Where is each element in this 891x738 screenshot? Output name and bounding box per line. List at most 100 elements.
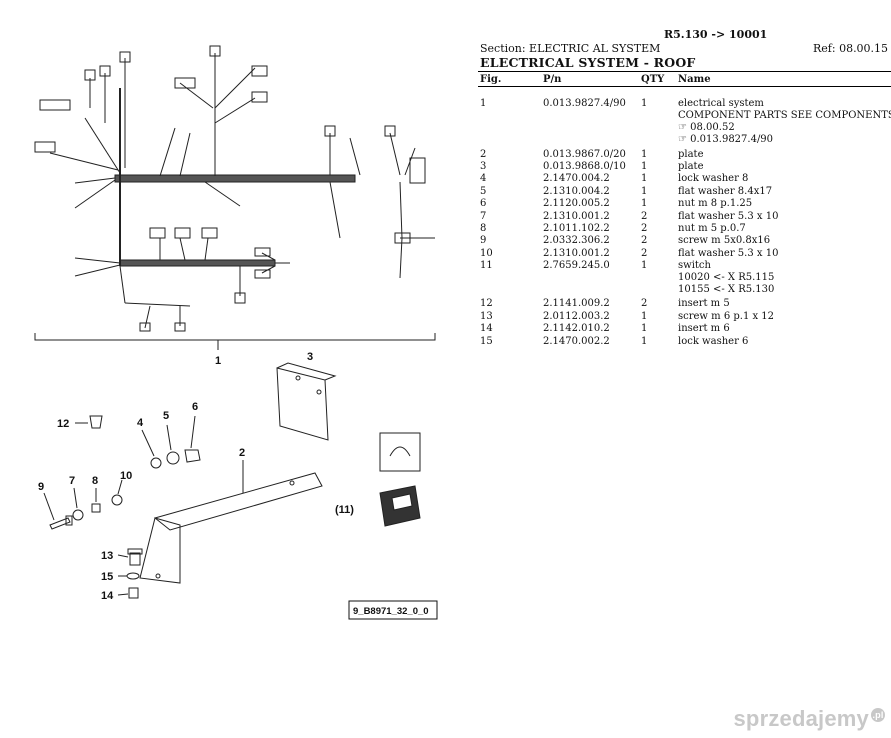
part-name: lock washer 8 [678,173,749,185]
cell-part-number: 2.1310.004.2 [543,185,610,197]
cell-name: flat washer 8.4x17 [678,186,772,198]
part-name: plate [678,148,704,160]
part-name: flat washer 8.4x17 [678,185,773,197]
callout-6: 6 [192,401,198,413]
cell-fig: 6 [480,198,487,210]
model-range: R5.130 -> 10001 [664,28,768,41]
cell-fig: 11 [480,260,493,272]
callout-11: (11) [335,504,354,516]
part-name: nut m 8 p.1.25 [678,198,753,210]
leader-4 [141,429,155,457]
cell-fig: 1 [480,98,487,109]
cell-name: nut m 5 p.0.7 [678,223,746,235]
watermark-badge: .pl [871,707,885,722]
cell-name: screw m 6 p.1 x 12 [678,311,774,323]
leader-9 [43,492,55,521]
cell-name: plate [678,161,704,173]
cell-qty: 2 [641,298,648,310]
callout-9: 9 [38,481,44,493]
parts-diagram: 1 3 2 (11) 12 4 5 6 9 7 8 [34,45,438,620]
callout-14: 14 [101,590,114,602]
part-name: flat washer 5.3 x 10 [678,247,779,259]
cell-qty: 1 [641,185,648,197]
callout-5: 5 [163,410,169,422]
hardware-drawing [49,415,201,599]
col-header-fig: Fig. [480,74,502,85]
cell-qty: 1 [641,198,648,210]
callout-1: 1 [215,355,221,367]
watermark-logo: sprzedajemy.pl [734,706,885,732]
cell-qty: 1 [641,310,648,322]
callout-3: 3 [307,351,313,363]
cell-fig: 4 [480,173,487,185]
part-note: 10155 <- X R5.130 [678,284,775,296]
cell-part-number: 0.013.9867.0/20 [543,148,626,160]
col-header-qty: QTY [641,74,665,85]
callout-4: 4 [137,417,144,429]
cell-part-number: 2.1470.004.2 [543,173,610,185]
cell-fig: 14 [480,323,493,335]
cell-name: screw m 5x0.8x16 [678,235,770,247]
col-header-name: Name [678,74,711,85]
leader-5 [166,424,172,451]
drawing-code-box [348,600,438,620]
part-name: screw m 6 p.1 x 12 [678,310,775,322]
part-note: ☞ 08.00.52 [678,122,735,133]
part-name: screw m 5x0.8x16 [678,235,771,247]
cell-part-number: 2.0332.306.2 [543,235,610,247]
header-rule-top [478,71,891,72]
cell-name: flat washer 5.3 x 10 [678,211,778,223]
callout-13: 13 [101,550,113,562]
cell-name: plate [678,149,704,161]
cell-fig: 2 [480,148,487,160]
wiring-harness-drawing [34,45,435,332]
part-name: insert m 6 [678,323,730,335]
drawing-code: 9_B8971_32_0_0 [353,606,429,617]
cell-part-number: 2.1142.010.2 [543,323,610,335]
leader-7 [73,487,78,509]
callout-8: 8 [92,475,98,487]
cell-qty: 1 [641,323,648,335]
cell-fig: 10 [480,247,493,259]
cell-qty: 2 [641,223,648,234]
cell-name: flat washer 5.3 x 10 [678,248,778,260]
cell-fig: 5 [480,185,487,197]
cell-qty: 1 [641,98,648,109]
part-note: ☞ 0.013.9827.4/90 [678,134,774,145]
cell-qty: 2 [641,210,648,222]
cell-name: nut m 8 p.1.25 [678,198,752,210]
callout-10: 10 [120,470,132,482]
plate-3-drawing [276,362,337,441]
plate-2-drawing [139,472,323,584]
part-name: nut m 5 p.0.7 [678,223,746,234]
part-name: insert m 5 [678,298,730,310]
cell-part-number: 2.1470.002.2 [543,335,610,347]
part-name: plate [678,161,704,172]
cell-fig: 13 [480,310,493,322]
cell-fig: 15 [480,335,493,347]
cell-qty: 1 [641,173,648,185]
cell-qty: 1 [641,161,648,172]
cell-name: lock washer 8 [678,173,748,185]
leader-14 [117,593,129,596]
cell-name: lock washer 6 [678,336,748,348]
cell-part-number: 2.1120.005.2 [543,198,610,210]
callout-12: 12 [57,418,69,430]
cell-name: insert m 6 [678,323,730,335]
switch-11-drawing [379,432,421,527]
cell-part-number: 2.1141.009.2 [543,298,610,310]
col-header-pn: P/n [543,74,562,85]
cell-fig: 12 [480,298,493,310]
reference-label: Ref: 08.00.15 [813,42,889,55]
leader-6 [190,415,196,449]
cell-part-number: 2.7659.245.0 [543,260,610,272]
section-label: Section: ELECTRIC AL SYSTEM [480,42,661,55]
cell-fig: 3 [480,161,487,172]
cell-part-number: 2.1310.001.2 [543,247,610,259]
part-name: lock washer 6 [678,335,749,347]
callout-15: 15 [101,571,113,583]
callout-2: 2 [239,447,245,459]
part-name: electrical system [678,98,764,109]
header-rule-bottom [478,86,891,87]
